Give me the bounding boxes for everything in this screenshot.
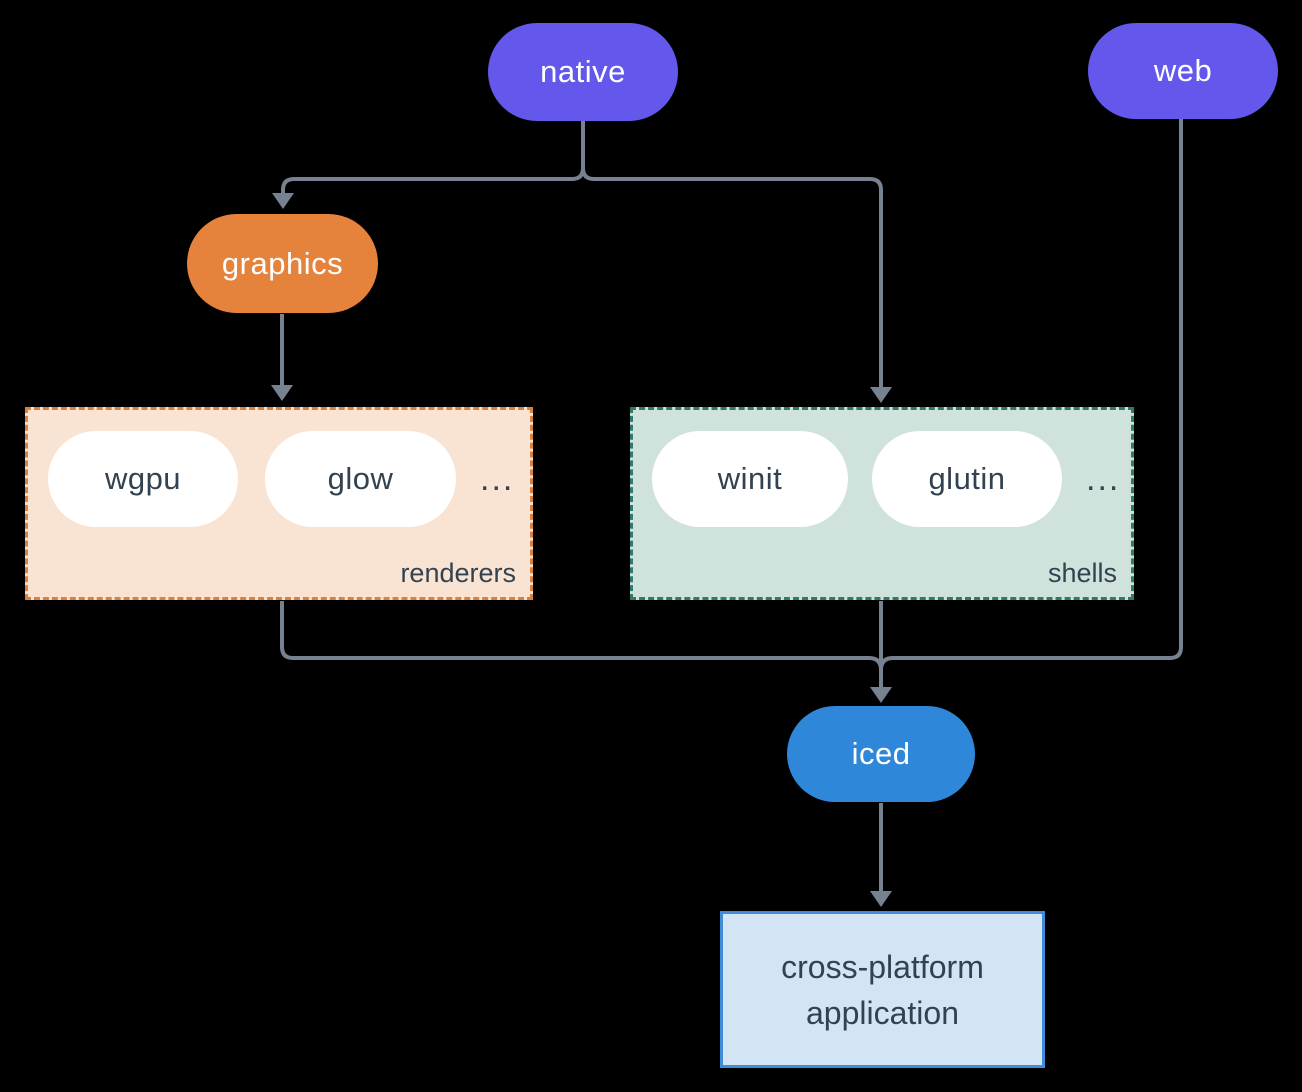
node-web-label: web (1153, 53, 1213, 88)
pill-glow: glow (265, 431, 456, 527)
edge-renderers-junction (280, 601, 883, 671)
group-shells: winit glutin ... shells (630, 407, 1134, 600)
edge-native-graphics (272, 121, 585, 209)
app-box-line1: cross-platform (781, 948, 984, 985)
node-graphics: graphics (187, 214, 378, 313)
cross-platform-application-box: cross-platform application (720, 911, 1045, 1068)
node-iced: iced (787, 706, 975, 802)
pill-wgpu: wgpu (48, 431, 238, 527)
pill-winit: winit (652, 431, 848, 527)
pill-glutin-label: glutin (928, 461, 1006, 496)
group-renderers: wgpu glow ... renderers (25, 407, 533, 600)
shells-group-label: shells (1047, 558, 1117, 588)
shells-ellipsis: ... (1086, 459, 1121, 498)
renderers-group-label: renderers (400, 558, 516, 588)
node-graphics-label: graphics (221, 245, 344, 281)
pill-winit-label: winit (717, 461, 783, 496)
renderers-ellipsis: ... (480, 459, 515, 498)
pill-wgpu-label: wgpu (104, 461, 182, 496)
node-iced-label: iced (851, 736, 911, 771)
node-native: native (488, 23, 678, 121)
app-box-line2: application (806, 994, 959, 1031)
pill-glutin: glutin (872, 431, 1062, 527)
edge-native-shells (581, 121, 892, 403)
node-web: web (1088, 23, 1278, 119)
node-native-label: native (540, 54, 626, 89)
pill-glow-label: glow (327, 461, 394, 496)
